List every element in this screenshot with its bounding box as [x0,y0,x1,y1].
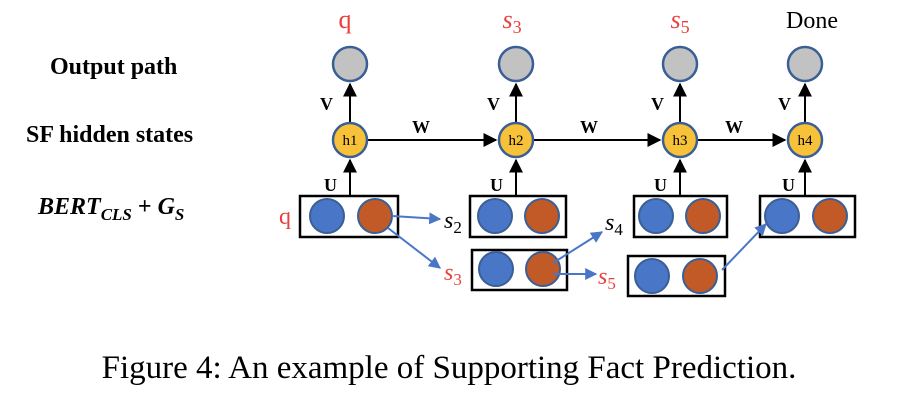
output-node-3 [661,45,699,83]
blue-circle [478,251,514,287]
w-label-2: W [580,117,598,137]
orange-circle [525,251,561,287]
figure-caption: Figure 4: An example of Supporting Fact … [102,350,797,386]
hidden-node-h1 [331,121,369,159]
hidden-node-h2 [497,121,535,159]
u-label-4: U [782,175,795,195]
sentence-box-q [298,194,400,239]
v-label-3: V [651,94,664,114]
orange-circle [357,198,393,234]
sentence-label-q: q [279,204,291,230]
sentence-label-s2: s2 [444,208,462,237]
u-label-2: U [490,175,503,195]
arrow-s5-to-h4-box [721,223,767,271]
w-label-1: W [412,117,430,137]
hidden-label-h1: h1 [343,133,358,149]
transition-arrows [387,212,767,280]
hidden-nodes [331,121,824,159]
orange-circle [685,198,721,234]
hidden-node-h4 [786,121,824,159]
blue-circle [477,198,513,234]
u-label-3: U [654,175,667,195]
v-arrows [343,82,812,122]
hidden-label-h3: h3 [673,133,688,149]
output-path-label: Output path [50,54,177,80]
sentence-box-s3 [470,248,569,292]
v-label-4: V [778,94,791,114]
sentence-box-s2 [468,194,568,239]
orange-circle [812,198,848,234]
u-label-1: U [324,175,337,195]
bert-gs-label: BERTCLS + GS [37,194,184,224]
v-label-1: V [320,94,333,114]
v-label-2: V [487,94,500,114]
orange-circle [524,198,560,234]
top-label-q: q [339,5,352,34]
blue-circle [764,198,800,234]
hidden-node-h3 [661,121,699,159]
w-label-3: W [725,117,743,137]
sentence-label-s3: s3 [444,260,462,289]
sentence-box-s4 [632,194,729,239]
sentence-box-h4 [758,194,857,239]
hidden-label-h2: h2 [509,133,524,149]
arrow-q-to-s3 [387,227,441,269]
sentence-label-s4: s4 [605,210,623,239]
output-node-1 [331,45,369,83]
orange-circle [682,258,718,294]
hidden-label-h4: h4 [798,133,814,149]
blue-circle [634,258,670,294]
output-nodes [331,45,824,83]
output-node-4 [786,45,824,83]
sentence-box-s5 [626,254,727,298]
blue-circle [309,198,345,234]
u-arrows [343,158,812,196]
output-node-2 [497,45,535,83]
arrow-q-to-s2 [391,212,442,225]
top-label-s5: s5 [670,5,689,37]
blue-circle [638,198,674,234]
sf-hidden-states-label: SF hidden states [26,122,193,148]
top-label-s3: s3 [502,5,521,37]
top-label-done: Done [786,8,838,34]
arrow-s3-to-s4 [552,231,604,264]
sentence-label-s5: s5 [598,264,616,293]
